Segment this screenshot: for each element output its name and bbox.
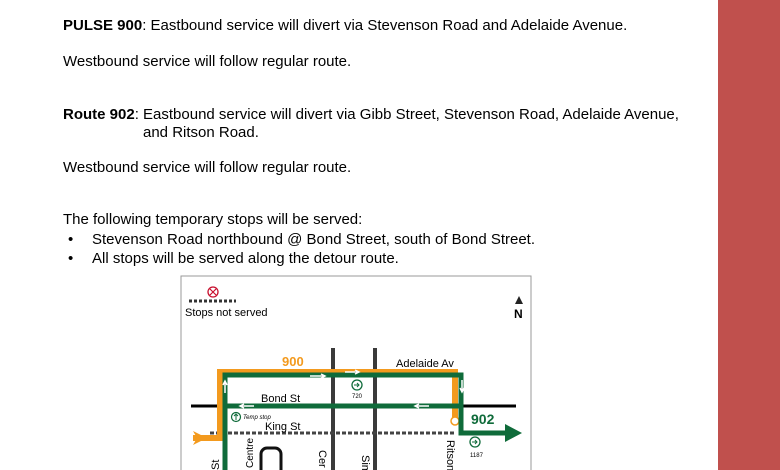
notice-900: PULSE 900: Eastbound service will divert… — [63, 17, 628, 34]
label-ritson: Ritson — [444, 440, 456, 470]
list-item: All stops will be served along the detou… — [63, 249, 535, 268]
stop-1187-icon — [469, 436, 481, 448]
temp-stop-icon — [230, 411, 242, 423]
label-st: St — [210, 460, 222, 470]
stop-1187-label: 1187 — [470, 453, 484, 459]
north-label: N — [514, 307, 523, 321]
label-cer: Cer — [316, 450, 328, 468]
notice-900-westbound: Westbound service will follow regular ro… — [63, 53, 352, 70]
list-item: Stevenson Road northbound @ Bond Street,… — [63, 230, 535, 249]
route-900-label: 900 — [282, 354, 304, 369]
label-bond: Bond St — [261, 393, 300, 405]
label-adelaide: Adelaide Av — [396, 358, 454, 370]
stop-circle — [450, 416, 460, 426]
north-arrow-icon — [515, 296, 523, 304]
route-900-arrow — [193, 431, 207, 445]
route-900-path — [193, 369, 458, 441]
temp-stops-list: Stevenson Road northbound @ Bond Street,… — [63, 230, 535, 268]
notice-902-westbound: Westbound service will follow regular ro… — [63, 159, 352, 176]
label-king: King St — [265, 421, 300, 433]
label-centre: Centre — [245, 438, 256, 468]
route-902-label: 902 — [471, 411, 495, 427]
legend-label: Stops not served — [185, 307, 268, 319]
label-sim: Sim — [359, 455, 371, 470]
sidebar-accent — [718, 0, 780, 470]
stop-720-label: 720 — [352, 394, 363, 400]
temp-stops-intro: The following temporary stops will be se… — [63, 211, 363, 228]
route-902-arrow — [505, 424, 522, 442]
not-served-icon — [207, 286, 219, 298]
notice-902: Route 902: Eastbound service will divert… — [63, 106, 679, 141]
stop-720-icon — [351, 379, 363, 391]
direction-arrows — [222, 369, 465, 409]
temp-stop-label: Temp stop — [243, 415, 271, 421]
street-loop — [259, 446, 283, 470]
